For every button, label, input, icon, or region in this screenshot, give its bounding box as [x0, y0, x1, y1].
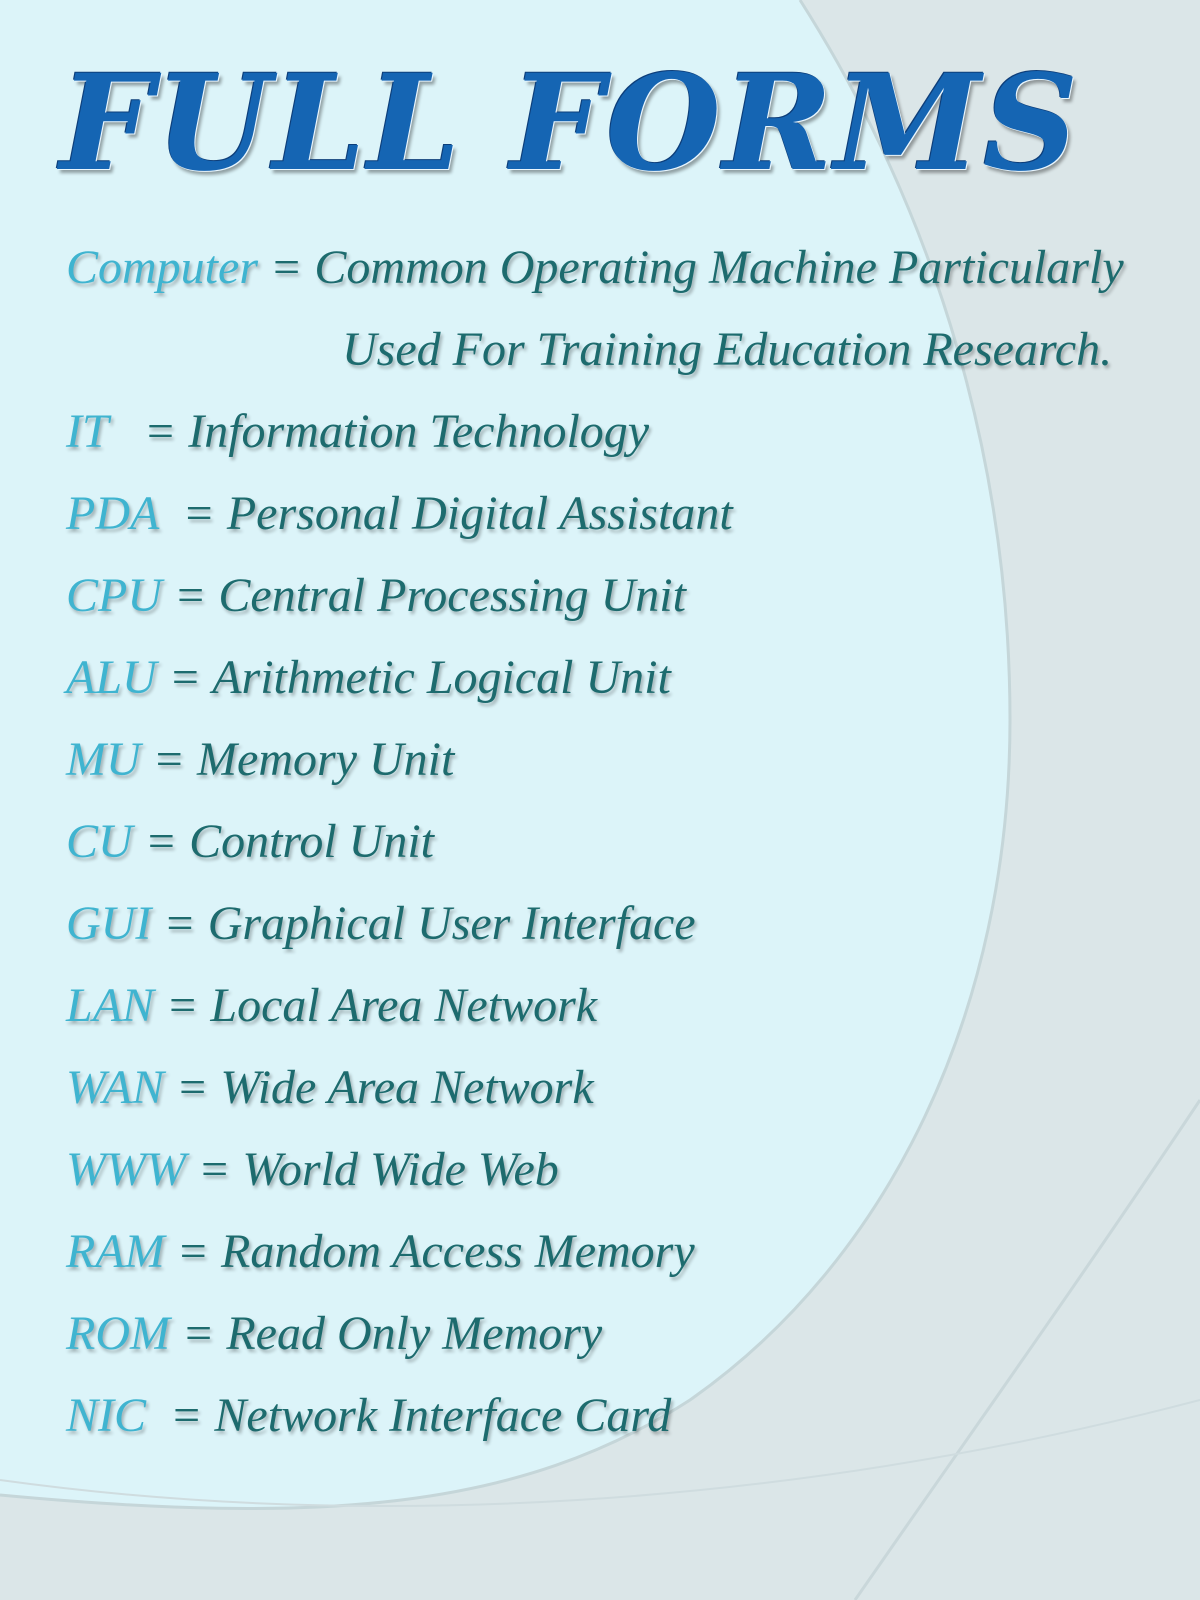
equals-sign: = — [164, 1225, 222, 1278]
expansion: Random Access Memory — [221, 1225, 695, 1278]
abbreviation: Computer — [66, 241, 258, 294]
abbreviation: NIC — [66, 1389, 147, 1442]
expansion: Wide Area Network — [220, 1061, 594, 1114]
expansion: Common Operating Machine Particularly — [314, 241, 1124, 294]
expansion: World Wide Web — [242, 1143, 559, 1196]
expansion: Information Technology — [188, 405, 650, 458]
list-item: MU = Memory Unit — [66, 730, 1186, 812]
equals-sign: = — [158, 487, 227, 540]
expansion: Read Only Memory — [226, 1307, 603, 1360]
list-item: CPU = Central Processing Unit — [66, 566, 1186, 648]
equals-sign: = — [258, 241, 315, 294]
equals-sign: = — [154, 979, 211, 1032]
expansion: Network Interface Card — [214, 1389, 672, 1442]
expansion-continued: Used For Training Education Research. — [342, 323, 1113, 376]
abbreviation: WWW — [66, 1143, 186, 1196]
equals-sign: = — [146, 1389, 215, 1442]
equals-sign: = — [156, 651, 213, 704]
equals-sign: = — [107, 405, 189, 458]
equals-sign: = — [169, 1307, 227, 1360]
list-item: CU = Control Unit — [66, 812, 1186, 894]
abbreviation: LAN — [66, 979, 155, 1032]
expansion: Central Processing Unit — [218, 569, 686, 622]
list-item: GUI = Graphical User Interface — [66, 894, 1186, 976]
abbreviation: GUI — [66, 897, 152, 950]
list-item: Computer = Common Operating Machine Part… — [66, 238, 1186, 402]
expansion: Personal Digital Assistant — [226, 487, 733, 540]
list-item: IT = Information Technology — [66, 402, 1186, 484]
equals-sign: = — [163, 1061, 221, 1114]
abbreviation: ALU — [66, 651, 157, 704]
list-item: WAN = Wide Area Network — [66, 1058, 1186, 1140]
list-item: WWW = World Wide Web — [66, 1140, 1186, 1222]
abbreviation: CPU — [66, 569, 162, 622]
page-title: FULL FORMS — [59, 46, 1081, 201]
list-item: LAN = Local Area Network — [66, 976, 1186, 1058]
equals-sign: = — [140, 733, 198, 786]
abbreviation: RAM — [66, 1225, 165, 1278]
abbreviation: WAN — [66, 1061, 164, 1114]
expansion: Arithmetic Logical Unit — [212, 651, 671, 704]
list-item: ROM = Read Only Memory — [66, 1304, 1186, 1386]
expansion: Memory Unit — [197, 733, 455, 786]
list-item: ALU = Arithmetic Logical Unit — [66, 648, 1186, 730]
list-item: NIC = Network Interface Card — [66, 1386, 1186, 1468]
expansion: Control Unit — [189, 815, 434, 868]
expansion: Graphical User Interface — [207, 897, 696, 950]
abbreviation: MU — [66, 733, 141, 786]
abbreviation: CU — [66, 815, 133, 868]
equals-sign: = — [162, 569, 219, 622]
list-item: RAM = Random Access Memory — [66, 1222, 1186, 1304]
equals-sign: = — [132, 815, 190, 868]
list-item: PDA = Personal Digital Assistant — [66, 484, 1186, 566]
equals-sign: = — [185, 1143, 243, 1196]
abbreviation: IT — [66, 405, 108, 458]
abbreviation: ROM — [66, 1307, 170, 1360]
equals-sign: = — [151, 897, 208, 950]
full-forms-list: Computer = Common Operating Machine Part… — [66, 238, 1186, 1468]
expansion: Local Area Network — [210, 979, 598, 1032]
abbreviation: PDA — [66, 487, 159, 540]
